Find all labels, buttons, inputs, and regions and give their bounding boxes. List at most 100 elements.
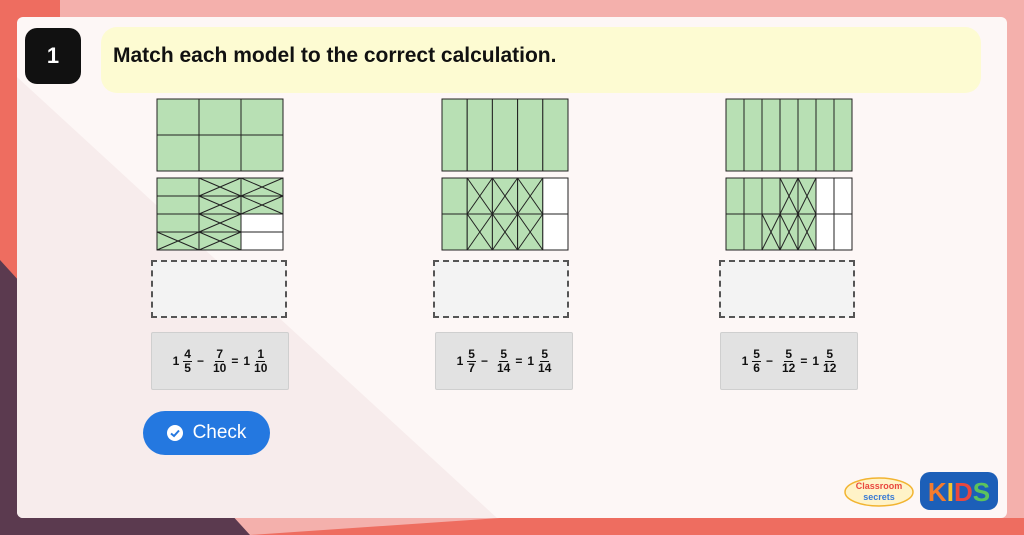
whole-part bbox=[743, 98, 763, 172]
cross-mark bbox=[491, 213, 519, 251]
numerator: 5 bbox=[784, 346, 793, 362]
numerator: 1 bbox=[256, 346, 266, 362]
cross-mark bbox=[797, 213, 817, 251]
whole-number: 1 bbox=[172, 354, 180, 368]
whole-part bbox=[761, 98, 781, 172]
denominator: 5 bbox=[184, 360, 191, 375]
fraction-part bbox=[156, 177, 200, 197]
fraction-part bbox=[743, 177, 763, 215]
check-label: Check bbox=[192, 422, 247, 443]
numerator: 5 bbox=[540, 346, 550, 362]
cross-mark bbox=[198, 213, 242, 233]
fraction-part bbox=[542, 213, 569, 251]
numerator: 4 bbox=[183, 346, 192, 362]
numerator: 5 bbox=[752, 346, 761, 362]
fraction-part bbox=[240, 213, 284, 233]
numerator: 5 bbox=[467, 346, 476, 362]
denominator: 6 bbox=[753, 360, 760, 375]
cross-mark bbox=[198, 177, 242, 197]
whole-part bbox=[797, 98, 817, 172]
cross-mark bbox=[761, 213, 781, 251]
fraction-part bbox=[156, 213, 200, 233]
question-number: 1 bbox=[25, 28, 81, 84]
fraction-part bbox=[441, 177, 468, 215]
whole-number: 1 bbox=[456, 354, 464, 368]
equals: = bbox=[515, 354, 523, 368]
operator: − bbox=[765, 354, 773, 368]
denominator: 14 bbox=[496, 360, 511, 375]
cross-mark bbox=[779, 213, 799, 251]
fraction-part bbox=[725, 213, 745, 251]
whole-part bbox=[517, 98, 544, 172]
whole-part bbox=[725, 98, 745, 172]
numerator: 5 bbox=[825, 346, 835, 362]
fraction-part bbox=[815, 177, 835, 215]
drop-zone-3[interactable] bbox=[719, 260, 855, 318]
whole-number: 1 bbox=[812, 354, 820, 368]
check-button[interactable]: Check bbox=[143, 411, 270, 455]
classroom-secrets-kids-logo: Classroom secrets KIDS bbox=[844, 472, 998, 510]
fraction-part bbox=[833, 213, 853, 251]
denominator: 12 bbox=[823, 360, 837, 375]
whole-part bbox=[491, 98, 519, 172]
fraction-part bbox=[833, 177, 853, 215]
cross-mark bbox=[198, 195, 242, 215]
equals: = bbox=[800, 354, 808, 368]
whole-part bbox=[198, 134, 242, 172]
whole-number: 1 bbox=[527, 354, 535, 368]
operator: − bbox=[480, 354, 488, 368]
denominator: 12 bbox=[781, 360, 796, 375]
cross-mark bbox=[466, 177, 493, 215]
whole-part bbox=[466, 98, 493, 172]
fraction-part bbox=[156, 195, 200, 215]
whole-part bbox=[240, 98, 284, 136]
svg-text:Classroom: Classroom bbox=[856, 481, 903, 491]
numerator: 7 bbox=[215, 346, 224, 362]
equals: = bbox=[231, 354, 239, 368]
whole-part bbox=[240, 134, 284, 172]
check-circle-icon bbox=[166, 425, 183, 441]
whole-part bbox=[198, 98, 242, 136]
numerator: 5 bbox=[499, 346, 508, 362]
fraction-model-1 bbox=[156, 98, 284, 251]
fraction-model-2 bbox=[441, 98, 569, 251]
whole-part bbox=[542, 98, 569, 172]
cross-mark bbox=[517, 213, 544, 251]
question-banner bbox=[101, 27, 981, 93]
whole-part bbox=[779, 98, 799, 172]
cross-mark bbox=[198, 231, 242, 251]
cross-mark bbox=[156, 231, 200, 251]
denominator: 10 bbox=[212, 360, 227, 375]
fraction-model-3 bbox=[725, 98, 853, 251]
fraction-part bbox=[441, 213, 468, 251]
denominator: 14 bbox=[538, 360, 552, 375]
cross-mark bbox=[779, 177, 799, 215]
fraction-part bbox=[761, 177, 781, 215]
fraction-part bbox=[240, 231, 284, 251]
whole-number: 1 bbox=[243, 354, 251, 368]
cross-mark bbox=[240, 195, 284, 215]
drop-zone-2[interactable] bbox=[433, 260, 569, 318]
fraction-part bbox=[815, 213, 835, 251]
fraction-part bbox=[743, 213, 763, 251]
whole-part bbox=[815, 98, 835, 172]
svg-text:secrets: secrets bbox=[863, 492, 895, 502]
drop-zone-1[interactable] bbox=[151, 260, 287, 318]
operator: − bbox=[196, 354, 204, 368]
denominator: 7 bbox=[468, 360, 475, 375]
whole-part bbox=[441, 98, 468, 172]
whole-number: 1 bbox=[741, 354, 749, 368]
svg-text:KIDS: KIDS bbox=[928, 477, 990, 507]
cross-mark bbox=[517, 177, 544, 215]
